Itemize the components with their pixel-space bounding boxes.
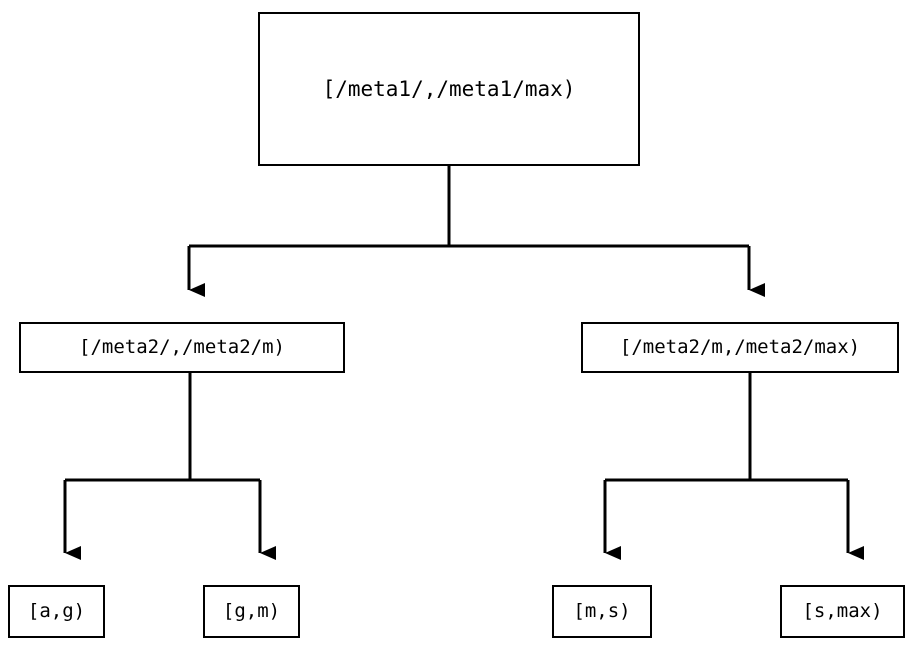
node-leaf-s-max-label: [s,max)	[802, 600, 883, 622]
node-leaf-s-max[interactable]: [s,max)	[780, 585, 905, 638]
edge-mid-left-to-leaf-ag	[63, 373, 192, 560]
edge-root-to-mid-right	[449, 244, 765, 297]
node-leaf-g-m-label: [g,m)	[222, 600, 281, 622]
edge-root-to-mid-left	[187, 166, 451, 297]
node-leaf-m-s[interactable]: [m,s)	[552, 585, 652, 638]
node-mid-right-label: [/meta2/m,/meta2/max)	[619, 336, 861, 358]
node-leaf-a-g-label: [a,g)	[27, 600, 86, 622]
node-mid-right[interactable]: [/meta2/m,/meta2/max)	[581, 322, 899, 373]
edge-mid-right-to-leaf-ms	[603, 373, 752, 560]
node-leaf-m-s-label: [m,s)	[573, 600, 631, 622]
node-mid-left-label: [/meta2/,/meta2/m)	[79, 336, 285, 358]
node-mid-left[interactable]: [/meta2/,/meta2/m)	[19, 322, 345, 373]
node-leaf-a-g[interactable]: [a,g)	[8, 585, 105, 638]
node-root-label: [/meta1/,/meta1/max)	[322, 76, 576, 101]
node-root[interactable]: [/meta1/,/meta1/max)	[258, 12, 640, 166]
edge-mid-right-to-leaf-smax	[750, 478, 864, 560]
edge-mid-left-to-leaf-gm	[190, 478, 276, 560]
node-leaf-g-m[interactable]: [g,m)	[203, 585, 300, 638]
